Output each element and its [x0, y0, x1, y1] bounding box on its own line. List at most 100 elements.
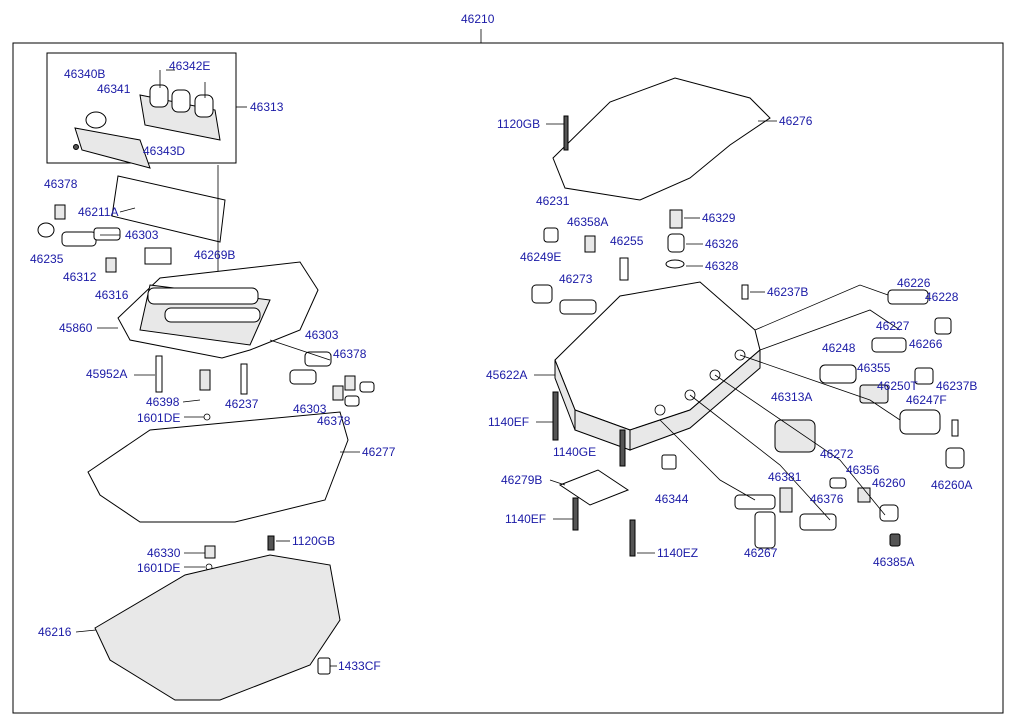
plug-46231: [543, 227, 559, 243]
label-1601DE-lower[interactable]: 1601DE: [137, 561, 180, 575]
label-46237B-upper[interactable]: 46237B: [767, 285, 808, 299]
outer-frame: [12, 42, 1004, 714]
label-46247F[interactable]: 46247F: [906, 393, 947, 407]
label-46231[interactable]: 46231: [536, 194, 570, 208]
spring-46330: [204, 545, 216, 559]
label-46228[interactable]: 46228: [925, 290, 959, 304]
plug-46249E: [531, 284, 553, 304]
label-46326[interactable]: 46326: [705, 237, 739, 251]
bolt-1140EF-lower: [572, 497, 579, 531]
label-46249E[interactable]: 46249E: [520, 250, 561, 264]
separator-plate-46211A: [111, 175, 226, 243]
label-46343D[interactable]: 46343D: [143, 144, 185, 158]
label-46378-top[interactable]: 46378: [44, 177, 78, 191]
label-46376[interactable]: 46376: [810, 492, 844, 506]
label-1120GB-upper[interactable]: 1120GB: [497, 117, 540, 131]
ball-1601DE-upper: [203, 413, 211, 421]
label-46381[interactable]: 46381: [768, 470, 802, 484]
label-46255[interactable]: 46255: [610, 234, 644, 248]
label-46277[interactable]: 46277: [362, 445, 396, 459]
label-46329[interactable]: 46329: [702, 211, 736, 225]
label-46355[interactable]: 46355: [857, 361, 891, 375]
bolt-1120GB-upper: [563, 115, 569, 151]
label-46313A[interactable]: 46313A: [771, 390, 812, 404]
label-46316[interactable]: 46316: [95, 288, 129, 302]
label-46378-low[interactable]: 46378: [317, 414, 351, 428]
label-46303-mid[interactable]: 46303: [305, 328, 339, 342]
pin-46237: [240, 363, 248, 395]
label-46342E[interactable]: 46342E: [169, 59, 210, 73]
label-46340B[interactable]: 46340B: [64, 67, 105, 81]
right-spools-part: [734, 289, 965, 549]
oring-46328: [665, 259, 685, 269]
label-46237B-right[interactable]: 46237B: [936, 379, 977, 393]
small-plate-46269B: [144, 247, 172, 265]
label-46341[interactable]: 46341: [97, 82, 131, 96]
label-46303-top[interactable]: 46303: [125, 228, 159, 242]
label-46344[interactable]: 46344: [655, 492, 689, 506]
label-46385A[interactable]: 46385A: [873, 555, 914, 569]
label-46211A[interactable]: 46211A: [78, 205, 118, 219]
label-46330[interactable]: 46330: [147, 546, 181, 560]
spring-46329: [669, 209, 683, 229]
spring-46398: [199, 369, 211, 391]
label-46226[interactable]: 46226: [897, 276, 931, 290]
label-46273[interactable]: 46273: [559, 272, 593, 286]
label-46272[interactable]: 46272: [820, 447, 854, 461]
label-46260[interactable]: 46260: [872, 476, 906, 490]
label-46267[interactable]: 46267: [744, 546, 778, 560]
bracket-46279B: [558, 469, 630, 506]
label-46312[interactable]: 46312: [63, 270, 97, 284]
label-1601DE-upper[interactable]: 1601DE: [137, 411, 180, 425]
label-45622A[interactable]: 45622A: [486, 368, 527, 382]
label-1140EF-upper[interactable]: 1140EF: [488, 415, 529, 429]
leader-lines: [75, 120, 777, 667]
label-46358A[interactable]: 46358A: [567, 215, 608, 229]
label-45860[interactable]: 45860: [59, 321, 93, 335]
left-springs-part: [37, 204, 121, 273]
label-46250T[interactable]: 46250T: [877, 379, 918, 393]
label-46279B[interactable]: 46279B: [501, 473, 542, 487]
label-46260A[interactable]: 46260A: [931, 478, 972, 492]
label-46266[interactable]: 46266: [909, 337, 943, 351]
label-1433CF[interactable]: 1433CF: [338, 659, 381, 673]
plug-1433CF: [317, 657, 331, 675]
pin-46237B-upper: [741, 284, 749, 300]
label-46248[interactable]: 46248: [822, 341, 856, 355]
valve-46326: [667, 233, 685, 253]
spring-46358A: [584, 235, 596, 253]
pin-45952A: [155, 355, 163, 393]
label-46216[interactable]: 46216: [38, 625, 72, 639]
label-46235[interactable]: 46235: [30, 252, 64, 266]
label-46328[interactable]: 46328: [705, 259, 739, 273]
label-1120GB-lower[interactable]: 1120GB: [292, 534, 335, 548]
label-1140EF-lower[interactable]: 1140EF: [505, 512, 546, 526]
label-46269B[interactable]: 46269B: [194, 248, 235, 262]
bolt-1120GB-lower: [267, 535, 275, 551]
pin-46255: [619, 257, 629, 281]
spool-46273: [559, 299, 597, 315]
label-46313[interactable]: 46313: [250, 100, 284, 114]
label-46398[interactable]: 46398: [146, 395, 180, 409]
solenoid-harness-part: [73, 70, 221, 169]
label-46276[interactable]: 46276: [779, 114, 813, 128]
spool-valves-46303: [269, 339, 375, 407]
label-45952A[interactable]: 45952A: [86, 367, 127, 381]
plate-46276: [552, 77, 771, 201]
lower-valve-body-46216: [94, 554, 341, 701]
label-46227[interactable]: 46227: [876, 319, 910, 333]
separator-plate-46277: [87, 411, 349, 523]
label-46378-mid[interactable]: 46378: [333, 347, 367, 361]
label-1140GE[interactable]: 1140GE: [553, 445, 596, 459]
main-valve-body-45622A: [554, 281, 761, 451]
label-46356[interactable]: 46356: [846, 463, 880, 477]
clip-46344: [661, 454, 677, 470]
label-46237[interactable]: 46237: [225, 397, 259, 411]
label-1140EZ[interactable]: 1140EZ: [657, 546, 698, 560]
callout-labels: 46340B 46341 46342E 46313 46343D 46378 4…: [30, 59, 977, 673]
bolt-1140EZ: [629, 519, 636, 557]
label-46303-low[interactable]: 46303: [293, 402, 327, 416]
bolt-1140GE: [619, 429, 626, 467]
label-46210[interactable]: 46210: [461, 12, 495, 26]
upper-valve-body-part: [117, 261, 319, 359]
